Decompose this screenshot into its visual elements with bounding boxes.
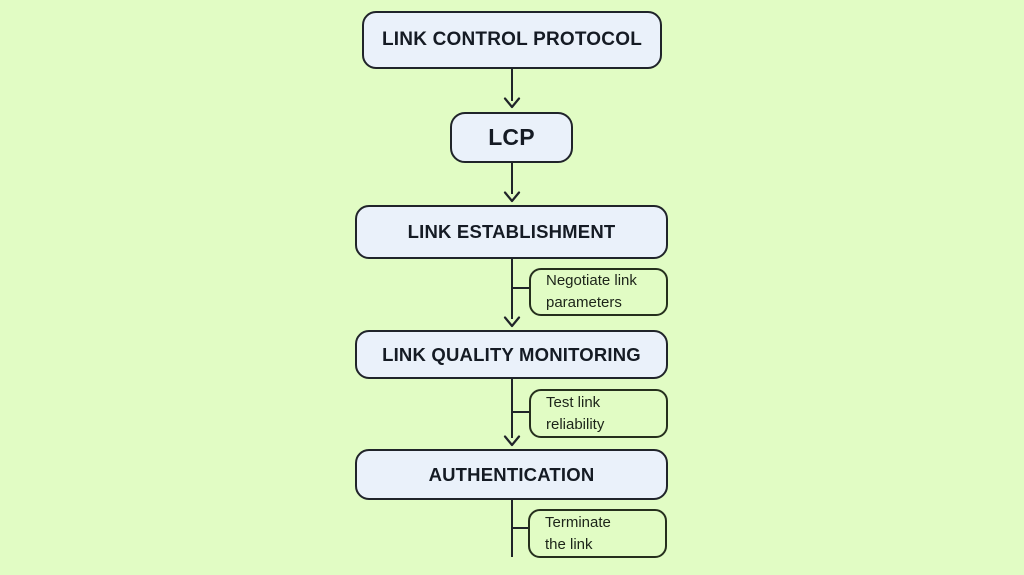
connector-branch-line: [512, 287, 530, 290]
arrow-down-icon: [503, 97, 521, 109]
side-note-negotiate-link-parameters: Negotiate link parameters: [529, 268, 668, 316]
side-note-line: Negotiate link: [546, 272, 637, 289]
node-label: LINK ESTABLISHMENT: [407, 221, 616, 242]
node-label: AUTHENTICATION: [428, 463, 595, 485]
node-link-establishment: LINK ESTABLISHMENT: [355, 205, 668, 259]
node-lcp: LCP: [450, 112, 573, 163]
node-link-quality-monitoring: LINK QUALITY MONITORING: [355, 330, 668, 379]
side-note-test-link-reliability: Test link reliability: [529, 389, 668, 438]
side-note-line: reliability: [546, 415, 605, 433]
connector-line: [510, 69, 513, 101]
node-label: LINK QUALITY MONITORING: [382, 343, 641, 365]
side-note-line: the link: [545, 535, 593, 553]
node-authentication: AUTHENTICATION: [355, 449, 668, 500]
arrow-down-icon: [503, 316, 521, 328]
connector-branch-line: [512, 527, 530, 530]
connector-line: [510, 500, 513, 557]
node-label: LINK CONTROL PROTOCOL: [382, 29, 642, 50]
connector-branch-line: [512, 411, 530, 414]
side-note-terminate-the-link: Terminate the link: [528, 509, 667, 558]
node-label: LCP: [488, 124, 535, 150]
arrow-down-icon: [503, 191, 521, 203]
connector-line: [510, 379, 513, 438]
connector-line: [510, 259, 513, 319]
side-note-line: Test link: [546, 393, 601, 411]
arrow-down-icon: [503, 435, 521, 447]
connector-line: [510, 163, 513, 194]
side-note-line: parameters: [546, 294, 622, 311]
side-note-line: Terminate: [545, 513, 611, 531]
node-link-control-protocol: LINK CONTROL PROTOCOL: [362, 11, 662, 69]
